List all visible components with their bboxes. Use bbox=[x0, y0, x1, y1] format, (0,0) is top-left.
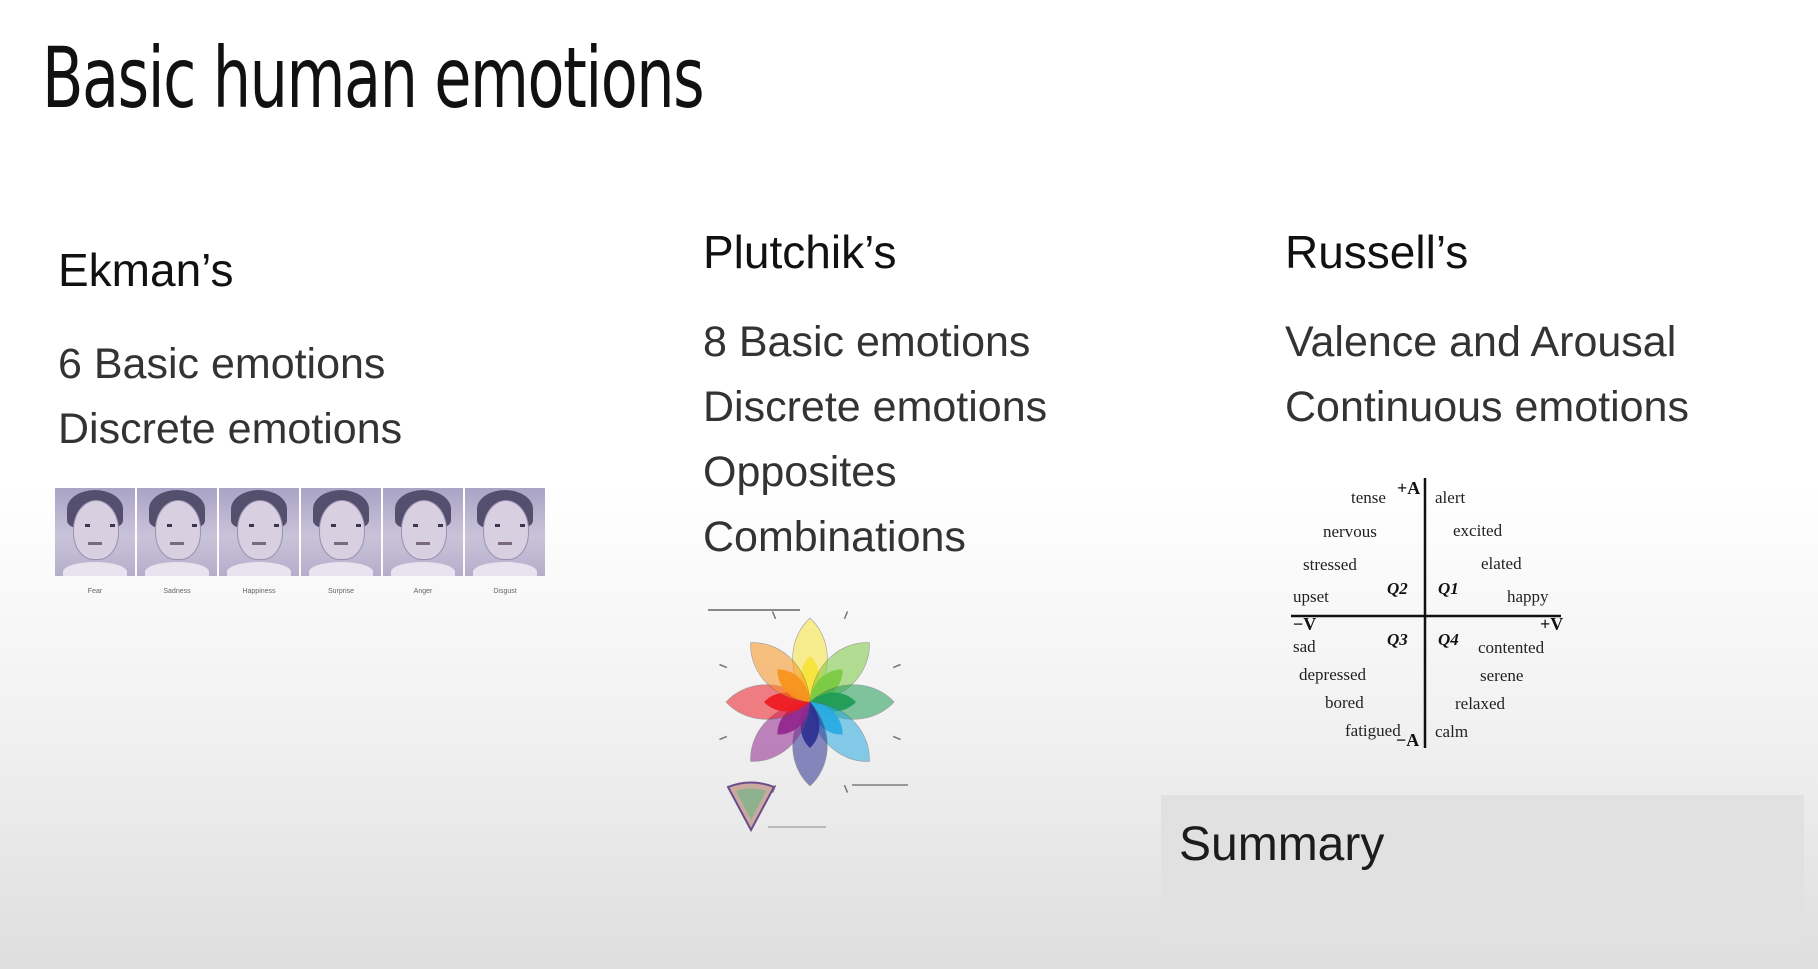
word-nervous: nervous bbox=[1323, 522, 1377, 541]
russell-circumplex-diagram: +A −A −V +V Q2 Q1 Q3 Q4 tense nervous st… bbox=[1291, 478, 1563, 750]
ekman-heading: Ekman’s bbox=[58, 244, 234, 296]
face-surprise: Surprise bbox=[301, 488, 381, 597]
wheel-tick bbox=[719, 735, 728, 741]
face-anger: Anger bbox=[383, 488, 463, 597]
face-caption: Anger bbox=[413, 588, 433, 595]
quadrant-q1: Q1 bbox=[1438, 579, 1459, 598]
plutchik-line-basic: 8 Basic emotions bbox=[703, 318, 1031, 367]
ekman-line-basic: 6 Basic emotions bbox=[58, 340, 386, 389]
axis-pos-valence: +V bbox=[1540, 614, 1563, 634]
ekman-line-discrete: Discrete emotions bbox=[58, 405, 403, 454]
slide-title: Basic human emotions bbox=[42, 29, 705, 127]
word-depressed: depressed bbox=[1299, 665, 1367, 684]
face-caption: Sadness bbox=[163, 588, 191, 595]
word-tense: tense bbox=[1351, 488, 1386, 507]
face-photo bbox=[383, 488, 463, 576]
wheel-tick bbox=[843, 784, 849, 793]
face-photo bbox=[55, 488, 135, 576]
word-sad: sad bbox=[1293, 637, 1316, 656]
word-elated: elated bbox=[1481, 554, 1522, 573]
face-photo bbox=[137, 488, 217, 576]
wheel-petals bbox=[719, 611, 901, 793]
face-photo bbox=[301, 488, 381, 576]
wheel-petal-core bbox=[777, 702, 810, 735]
word-excited: excited bbox=[1453, 521, 1503, 540]
russell-section: Russell’s Valence and Arousal Continuous… bbox=[1285, 225, 1689, 440]
plutchik-line-opposites: Opposites bbox=[703, 448, 897, 497]
face-caption: Happiness bbox=[242, 588, 276, 595]
face-sadness: Sadness bbox=[137, 488, 217, 597]
face-photo bbox=[219, 488, 299, 576]
wheel-tick bbox=[771, 611, 777, 620]
word-fatigued: fatigued bbox=[1345, 721, 1401, 740]
wheel-petal-core bbox=[777, 669, 810, 702]
russell-line-continuous: Continuous emotions bbox=[1285, 383, 1689, 432]
word-stressed: stressed bbox=[1303, 555, 1357, 574]
plutchik-line-combinations: Combinations bbox=[703, 513, 966, 562]
face-photo bbox=[465, 488, 545, 576]
quadrant-q4: Q4 bbox=[1438, 630, 1459, 649]
plutchik-section: Plutchik’s 8 Basic emotions Discrete emo… bbox=[703, 225, 1047, 570]
wheel-tick bbox=[843, 611, 849, 620]
wheel-petal-core bbox=[810, 669, 843, 702]
summary-panel[interactable]: Summary bbox=[1161, 795, 1804, 950]
ekman-faces-strip: Fear Sadness Happiness Surprise Anger Di… bbox=[55, 488, 545, 597]
plutchik-wheel-image bbox=[708, 609, 908, 833]
wheel-tick bbox=[892, 735, 901, 741]
quadrant-q2: Q2 bbox=[1387, 579, 1408, 598]
word-happy: happy bbox=[1507, 587, 1549, 606]
quadrant-q3: Q3 bbox=[1387, 630, 1408, 649]
word-alert: alert bbox=[1435, 488, 1465, 507]
wheel-cone-inner bbox=[736, 788, 766, 820]
plutchik-heading: Plutchik’s bbox=[703, 226, 897, 278]
wheel-tick bbox=[719, 663, 728, 669]
plutchik-line-discrete: Discrete emotions bbox=[703, 383, 1048, 432]
face-fear: Fear bbox=[55, 488, 135, 597]
wheel-tick bbox=[892, 663, 901, 669]
face-disgust: Disgust bbox=[465, 488, 545, 597]
face-caption: Surprise bbox=[327, 588, 355, 595]
russell-heading: Russell’s bbox=[1285, 226, 1469, 278]
wheel-petal-core bbox=[810, 702, 843, 735]
russell-line-valence: Valence and Arousal bbox=[1285, 318, 1677, 367]
word-calm: calm bbox=[1435, 722, 1468, 741]
axis-pos-arousal: +A bbox=[1397, 478, 1420, 498]
face-caption: Fear bbox=[87, 588, 103, 595]
word-contented: contented bbox=[1478, 638, 1545, 657]
word-bored: bored bbox=[1325, 693, 1364, 712]
axis-neg-valence: −V bbox=[1293, 614, 1316, 634]
axis-neg-arousal: −A bbox=[1396, 730, 1419, 750]
face-happiness: Happiness bbox=[219, 488, 299, 597]
word-upset: upset bbox=[1293, 587, 1329, 606]
word-relaxed: relaxed bbox=[1455, 694, 1506, 713]
ekman-section: Ekman’s 6 Basic emotions Discrete emotio… bbox=[58, 243, 402, 462]
summary-label[interactable]: Summary bbox=[1179, 818, 1385, 871]
face-caption: Disgust bbox=[493, 588, 517, 595]
word-serene: serene bbox=[1480, 666, 1523, 685]
